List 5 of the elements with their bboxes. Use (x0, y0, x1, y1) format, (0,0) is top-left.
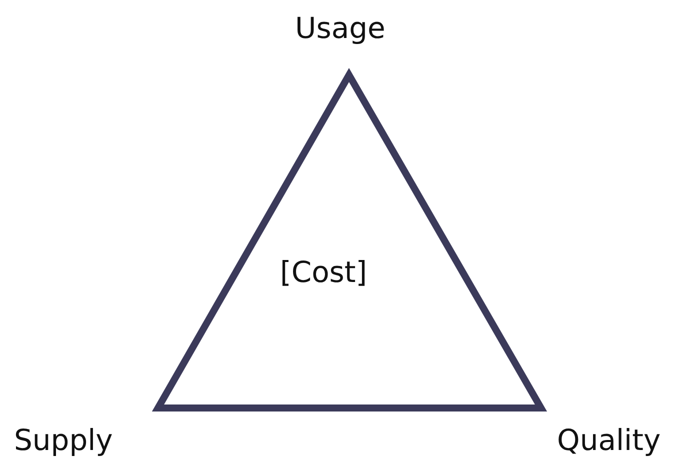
triangle (152, 68, 548, 414)
vertex-label: Usage (295, 14, 386, 43)
center-label: [Cost] (280, 258, 368, 287)
vertex-label: Supply (14, 426, 113, 455)
vertex-label: Quality (557, 426, 661, 455)
